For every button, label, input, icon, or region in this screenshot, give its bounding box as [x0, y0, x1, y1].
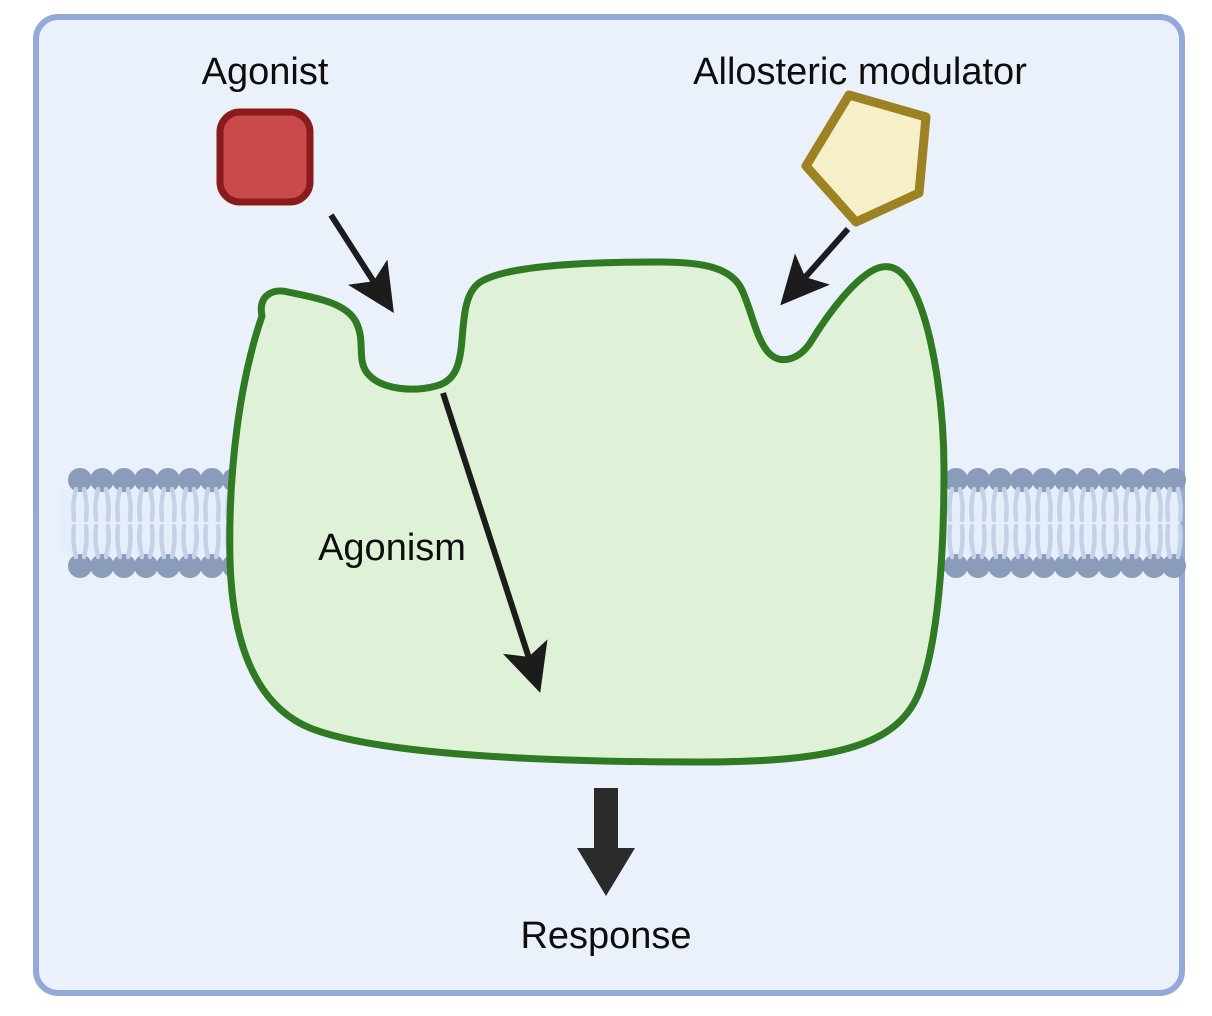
agonist-label: Agonist: [202, 51, 329, 93]
agonism-signal-arrow: [440, 392, 548, 693]
modulator-binding-arrow: [780, 227, 851, 306]
response-label: Response: [520, 915, 691, 957]
allosteric-modulator-shape: [801, 90, 931, 227]
agonist-binding-arrow: [328, 213, 394, 314]
allosteric-modulator-label: Allosteric modulator: [693, 51, 1027, 93]
agonism-label: Agonism: [318, 527, 466, 569]
response-arrow: [577, 788, 635, 896]
receptor-protein: [226, 258, 948, 766]
agonist-ligand-shape: [216, 108, 314, 206]
